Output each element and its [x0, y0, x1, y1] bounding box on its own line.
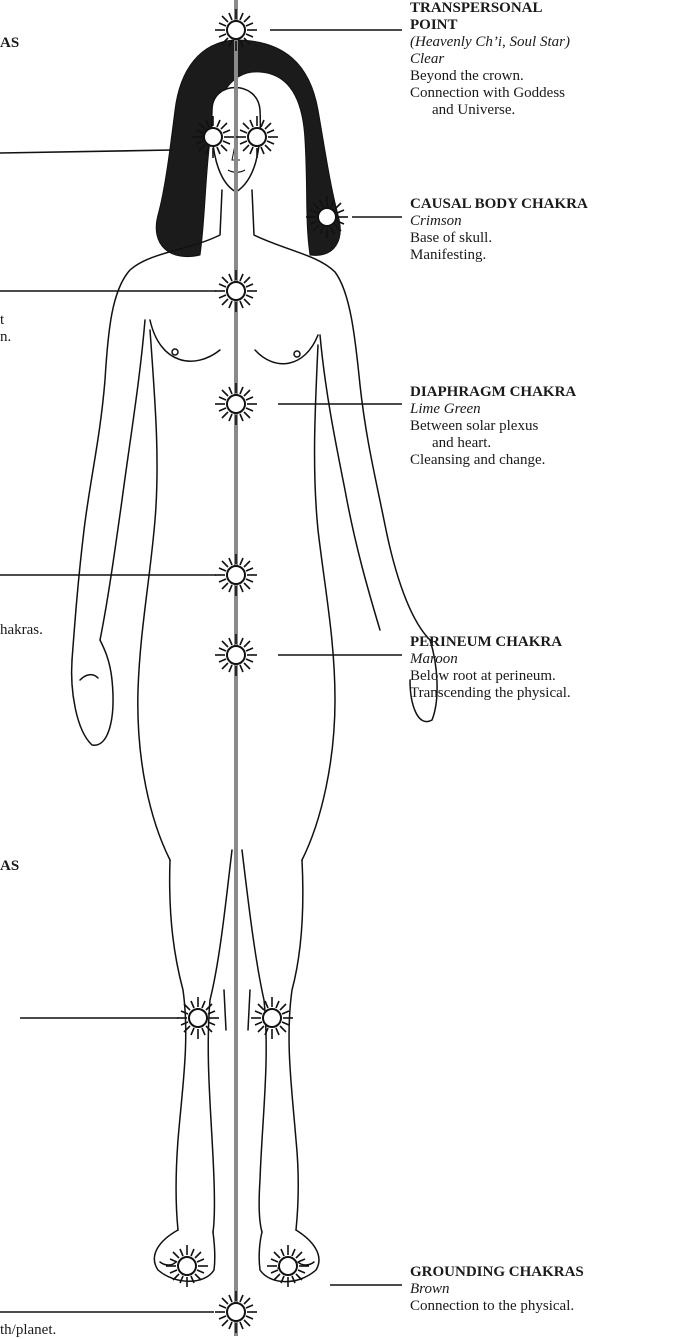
- grounding-desc-1: Connection to the physical.: [410, 1298, 584, 1315]
- earth-star: [215, 1291, 257, 1333]
- perineum-desc-1: Below root at perineum.: [410, 668, 571, 685]
- grounding-label: GROUNDING CHAKRAS Brown Connection to th…: [410, 1264, 584, 1315]
- left-heading-fragment-knees: AS: [0, 858, 19, 875]
- body-outline: [72, 190, 437, 1282]
- transpersonal-title-2: POINT: [410, 17, 570, 34]
- perineum-star: [215, 634, 257, 676]
- throat-text-fragment-2: n.: [0, 329, 11, 346]
- throat-star: [215, 270, 257, 312]
- transpersonal-desc-1: Beyond the crown.: [410, 68, 570, 85]
- transpersonal-desc-3: and Universe.: [410, 102, 570, 119]
- perineum-label: PERINEUM CHAKRA Maroon Below root at per…: [410, 634, 571, 702]
- right-foot-star: [267, 1245, 309, 1287]
- transpersonal-color: Clear: [410, 51, 570, 68]
- diaphragm-desc-3: Cleansing and change.: [410, 452, 576, 469]
- causal-desc-2: Manifesting.: [410, 247, 588, 264]
- navel-star: [215, 554, 257, 596]
- diaphragm-star: [215, 383, 257, 425]
- transpersonal-label: TRANSPERSONAL POINT (Heavenly Ch’i, Soul…: [410, 0, 570, 119]
- perineum-desc-2: Transcending the physical.: [410, 685, 571, 702]
- left-knee-star: [177, 997, 219, 1039]
- grounding-title: GROUNDING CHAKRAS: [410, 1264, 584, 1281]
- perineum-title: PERINEUM CHAKRA: [410, 634, 571, 651]
- diaphragm-title: DIAPHRAGM CHAKRA: [410, 384, 576, 401]
- causal-title: CAUSAL BODY CHAKRA: [410, 196, 588, 213]
- hands-text-fragment: hakras.: [0, 622, 43, 639]
- left-foot-star: [166, 1245, 208, 1287]
- transpersonal-subtitle: (Heavenly Ch’i, Soul Star): [410, 34, 570, 51]
- diaphragm-desc-2: and heart.: [410, 435, 576, 452]
- diaphragm-color: Lime Green: [410, 401, 576, 418]
- diaphragm-label: DIAPHRAGM CHAKRA Lime Green Between sola…: [410, 384, 576, 469]
- transpersonal-desc-2: Connection with Goddess: [410, 85, 570, 102]
- earth-text-fragment: th/planet.: [0, 1322, 56, 1339]
- causal-body-label: CAUSAL BODY CHAKRA Crimson Base of skull…: [410, 196, 588, 264]
- grounding-color: Brown: [410, 1281, 584, 1298]
- causal-desc-1: Base of skull.: [410, 230, 588, 247]
- causal-color: Crimson: [410, 213, 588, 230]
- throat-text-fragment-1: t: [0, 312, 4, 329]
- left-heading-fragment-top: AS: [0, 35, 19, 52]
- diaphragm-desc-1: Between solar plexus: [410, 418, 576, 435]
- transpersonal-title-1: TRANSPERSONAL: [410, 0, 570, 17]
- right-knee-star: [251, 997, 293, 1039]
- perineum-color: Maroon: [410, 651, 571, 668]
